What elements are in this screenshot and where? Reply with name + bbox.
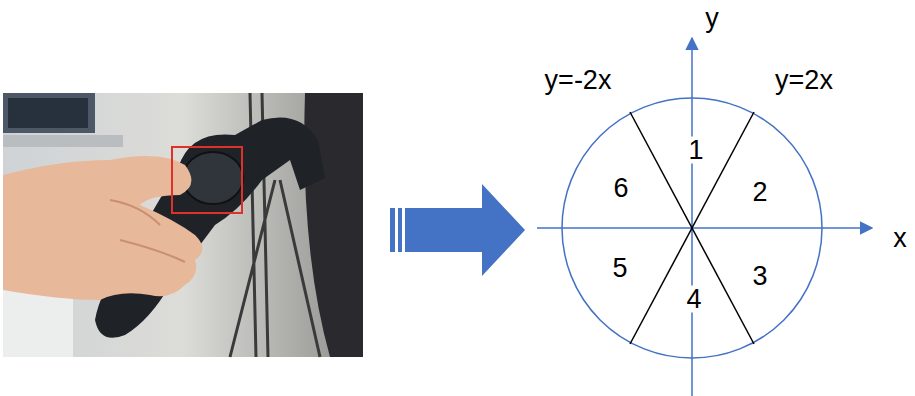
finger-lines: [110, 200, 185, 262]
y-axis: [691, 38, 693, 396]
sector-number: 6: [611, 175, 630, 202]
x-axis: [537, 227, 872, 229]
sector-number: 4: [684, 286, 703, 313]
equation-label: y=2x: [773, 67, 835, 94]
arrow-body: [405, 184, 525, 276]
boundary-line: [630, 112, 754, 344]
sector-number: 3: [750, 263, 769, 290]
monitor: [3, 93, 95, 133]
arrow-stripe: [390, 208, 395, 252]
boundary-line: [630, 112, 754, 344]
trackpad: [183, 152, 243, 204]
monitor-screen: [8, 98, 88, 128]
axis-label: x: [891, 225, 909, 252]
sector-number: 1: [686, 137, 705, 164]
equation-label: y=-2x: [543, 67, 614, 94]
axis-label: y: [703, 5, 721, 32]
sector-number: 2: [750, 179, 769, 206]
desk: [3, 135, 123, 147]
photo-ground: [3, 93, 363, 357]
block-arrow: [390, 184, 525, 276]
arrow-stripe: [398, 208, 402, 252]
controller-photo: [3, 93, 363, 357]
sector-number: 5: [610, 255, 629, 282]
highlight-box: [172, 147, 242, 213]
